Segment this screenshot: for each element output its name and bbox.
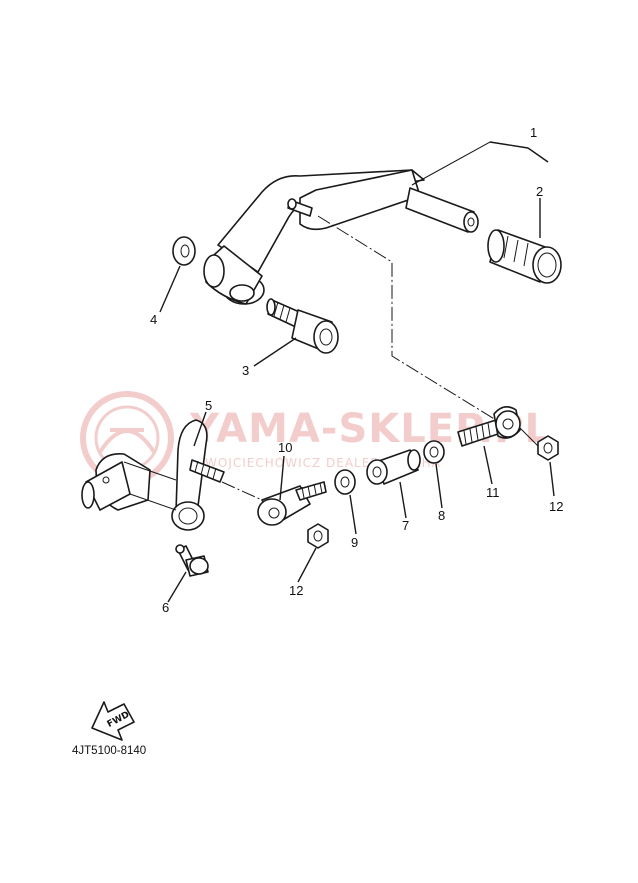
part-8-nut <box>423 440 445 464</box>
part-11-rod-end <box>457 406 521 447</box>
callout-2: 2 <box>536 184 543 199</box>
part-9-nut <box>334 469 356 495</box>
part-10-rod-end <box>257 481 327 526</box>
callout-6: 6 <box>162 600 169 615</box>
part-3-pivot-bolt <box>266 298 339 354</box>
shift-shaft-body <box>81 453 177 511</box>
callout-3: 3 <box>242 363 249 378</box>
callout-12-right: 12 <box>549 499 563 514</box>
callout-5: 5 <box>205 398 212 413</box>
callout-10: 10 <box>278 440 292 455</box>
part-7-collar <box>366 449 421 485</box>
leader-lines <box>159 141 555 603</box>
callout-7: 7 <box>402 518 409 533</box>
part-5-shift-arm <box>171 419 225 531</box>
callout-labels: 1 2 3 4 5 6 7 8 9 10 11 12 12 <box>150 125 563 615</box>
forward-arrow-icon: FWD <box>91 701 135 741</box>
callout-4: 4 <box>150 312 157 327</box>
part-2-rubber-grip <box>487 229 562 284</box>
part-1-shift-lever <box>203 169 479 305</box>
part-4-washer <box>172 236 196 266</box>
callout-11: 11 <box>486 485 500 500</box>
diagram-code: 4JT5100-8140 <box>72 745 146 757</box>
callout-9: 9 <box>351 535 358 550</box>
part-6-bolt <box>175 544 209 577</box>
callout-12-lower: 12 <box>289 583 303 598</box>
part-12-nut-lower <box>307 523 329 549</box>
part-12-nut-right <box>537 435 559 461</box>
callout-1: 1 <box>530 125 537 140</box>
callout-8: 8 <box>438 508 445 523</box>
